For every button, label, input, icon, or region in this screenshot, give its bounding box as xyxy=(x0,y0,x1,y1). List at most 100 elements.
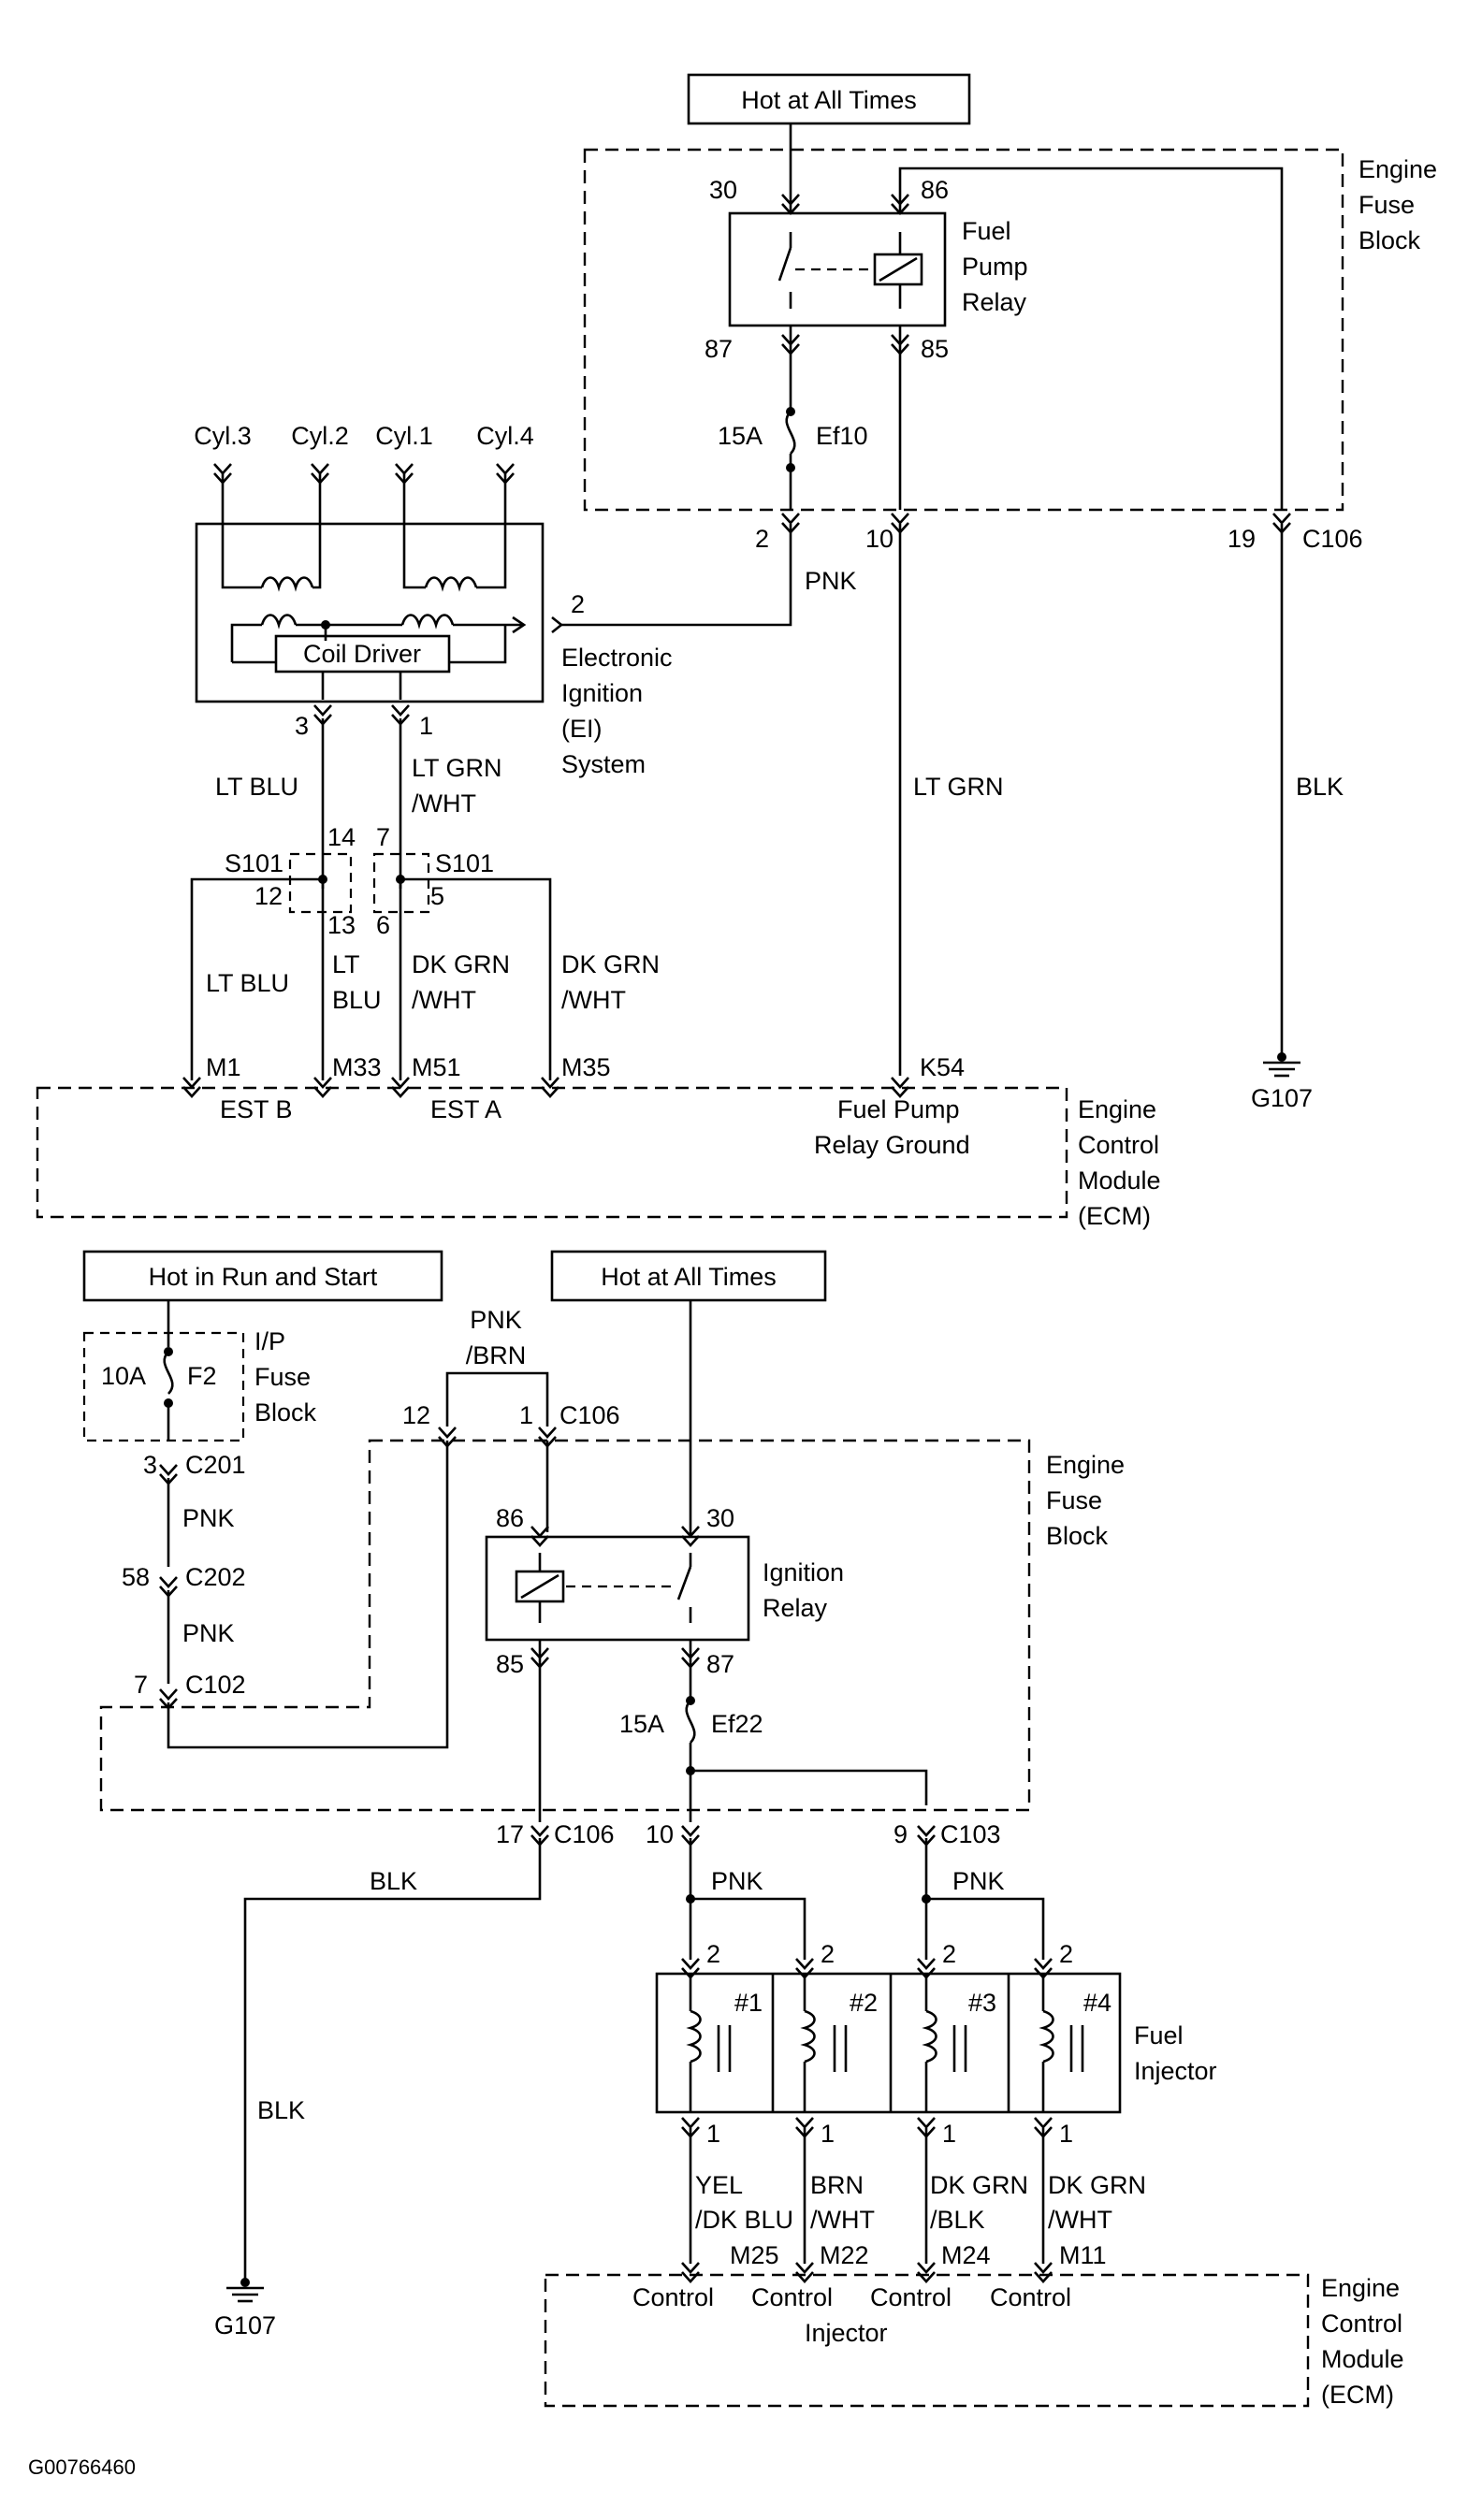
svg-text:Hot at All Times: Hot at All Times xyxy=(601,1263,777,1291)
conn-m33 xyxy=(313,1077,332,1098)
connector-symbols xyxy=(159,194,1291,2283)
svg-text:13: 13 xyxy=(327,911,356,939)
injector3-pin2: 2 xyxy=(942,1940,956,1968)
svg-text:M25: M25 xyxy=(730,2241,779,2269)
ground-g107-lower: G107 xyxy=(214,2278,276,2339)
wire-blk-label-2: BLK xyxy=(257,2096,305,2124)
svg-text:G107: G107 xyxy=(1251,1084,1313,1112)
power-source-hot-in-run-and-start: Hot in Run and Start xyxy=(82,1250,443,1302)
svg-text:Engine: Engine xyxy=(1358,155,1437,183)
svg-text:I/P: I/P xyxy=(254,1327,285,1355)
injector4-wire-line2: /WHT xyxy=(1048,2206,1112,2234)
svg-text:5: 5 xyxy=(430,882,444,910)
power-source-hot-at-all-times: Hot at All Times xyxy=(687,73,971,125)
relay-pin-87: 87 xyxy=(705,335,733,363)
conn-c106-10b xyxy=(681,1825,700,1847)
conn-c106-1 xyxy=(538,1427,557,1448)
wire-pnk-brn-line2: /BRN xyxy=(466,1341,527,1369)
c106-bottom-label: C106 xyxy=(554,1820,615,1848)
injector2-pin2: 2 xyxy=(821,1940,835,1968)
c102-pin: 7 xyxy=(134,1671,148,1699)
c106-bottom-pin10: 10 xyxy=(646,1820,674,1848)
svg-text:Electronic: Electronic xyxy=(561,644,673,672)
ei-pin-2: 2 xyxy=(571,590,585,618)
svg-text:F2: F2 xyxy=(187,1362,217,1390)
conn-relay-86 xyxy=(891,194,909,215)
conn-ign-86 xyxy=(530,1526,549,1547)
ip-fuse-block: 10A F2 I/P Fuse Block xyxy=(82,1300,317,1442)
conn-inj2-1 xyxy=(795,2117,814,2138)
injector2-pin1: 1 xyxy=(821,2120,835,2148)
conn-m22 xyxy=(795,2262,814,2283)
c202-label: C202 xyxy=(185,1563,246,1591)
c106-top-label: C106 xyxy=(559,1401,620,1429)
svg-text:EST A: EST A xyxy=(430,1095,501,1123)
svg-text:Cyl.1: Cyl.1 xyxy=(375,422,433,450)
injector-1: #1 xyxy=(686,1974,763,2112)
svg-text:Ef10: Ef10 xyxy=(816,422,868,450)
wire-pnk-brn-line1: PNK xyxy=(470,1306,522,1334)
svg-text:S101: S101 xyxy=(435,849,494,877)
svg-text:Control: Control xyxy=(751,2283,833,2311)
conn-inj1-1 xyxy=(681,2117,700,2138)
conn-inj3-2 xyxy=(917,1958,936,1979)
splice-s101-right: S101 7 5 6 xyxy=(372,823,494,939)
svg-text:M11: M11 xyxy=(1059,2241,1107,2269)
c201-label: C201 xyxy=(185,1451,246,1479)
fuel-pump-relay: Fuel Pump Relay xyxy=(728,211,1028,327)
svg-text:Fuse: Fuse xyxy=(1358,191,1415,219)
svg-text:Fuse: Fuse xyxy=(254,1363,311,1391)
c103-label: C103 xyxy=(940,1820,1001,1848)
fuse-ef10: 15A Ef10 xyxy=(718,407,868,472)
svg-text:Injector: Injector xyxy=(805,2319,888,2347)
conn-cyl1 xyxy=(395,463,414,485)
injector1-wire-line1: YEL xyxy=(695,2171,743,2199)
conn-cyl3 xyxy=(213,463,232,485)
figure-id: G00766460 xyxy=(28,2455,136,2479)
svg-text:Fuel: Fuel xyxy=(1134,2021,1184,2049)
c106-pin-19: 19 xyxy=(1228,525,1256,553)
conn-inj3-1 xyxy=(917,2117,936,2138)
svg-text:Fuel: Fuel xyxy=(962,217,1011,245)
conn-cyl2 xyxy=(311,463,329,485)
c106-pin-2: 2 xyxy=(755,525,769,553)
c106-pin-10: 10 xyxy=(865,525,894,553)
conn-ign-30 xyxy=(681,1526,700,1547)
conn-m24 xyxy=(917,2262,936,2283)
wire-m35-line1: DK GRN xyxy=(561,950,660,978)
svg-text:15A: 15A xyxy=(718,422,763,450)
ign-relay-pin-87: 87 xyxy=(706,1650,734,1678)
ecm-lower: M25 M22 M24 M11 Control Control Control … xyxy=(544,2241,1404,2409)
wire-m1-label: LT BLU xyxy=(206,969,289,997)
conn-inj2-2 xyxy=(795,1958,814,1979)
svg-text:Hot at All Times: Hot at All Times xyxy=(741,86,917,114)
engine-fuse-block-lower-boundary xyxy=(99,1439,1031,1812)
engine-fuse-block-boundary xyxy=(583,148,1344,512)
svg-text:Module: Module xyxy=(1321,2345,1404,2373)
wire-pnk-label-2: PNK xyxy=(182,1619,235,1647)
injector1-wire-line2: /DK BLU xyxy=(695,2206,793,2234)
svg-text:System: System xyxy=(561,750,646,778)
c103-pin: 9 xyxy=(894,1820,908,1848)
c201-pin: 3 xyxy=(143,1451,157,1479)
injector3-pin1: 1 xyxy=(942,2120,956,2148)
engine-fuse-block-lower-label: Engine Fuse Block xyxy=(1046,1451,1125,1550)
fuel-injector-block: Fuel Injector xyxy=(655,1972,1217,2114)
power-source-hot-at-all-times-lower: Hot at All Times xyxy=(550,1250,827,1302)
svg-text:M35: M35 xyxy=(561,1053,611,1081)
svg-text:Engine: Engine xyxy=(1046,1451,1125,1479)
svg-text:6: 6 xyxy=(376,911,390,939)
injector2-wire-line1: BRN xyxy=(810,2171,864,2199)
wire-pnk-label-1: PNK xyxy=(182,1504,235,1532)
svg-text:M51: M51 xyxy=(412,1053,461,1081)
conn-c106-12 xyxy=(438,1427,457,1448)
svg-text:M1: M1 xyxy=(206,1053,241,1081)
wire-blk-label-1: BLK xyxy=(370,1867,417,1895)
ground-g107-upper: G107 xyxy=(1251,1052,1313,1112)
ignition-relay: Ignition Relay xyxy=(485,1535,844,1642)
svg-text:Ignition: Ignition xyxy=(561,679,643,707)
conn-inj4-2 xyxy=(1034,1958,1053,1979)
relay-pin-30: 30 xyxy=(709,176,737,204)
conn-c106-10 xyxy=(891,513,909,534)
injector1-pin2: 2 xyxy=(706,1940,720,1968)
